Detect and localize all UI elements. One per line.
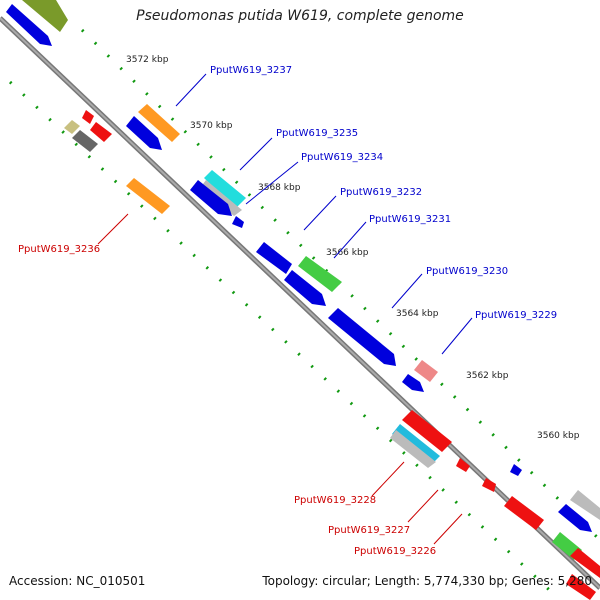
gene-label-3237[interactable]: PputW619_3237 xyxy=(210,65,292,76)
gene-blue-right xyxy=(558,504,592,532)
gene-red-small-a xyxy=(82,110,94,124)
gene-label-3226[interactable]: PputW619_3226 xyxy=(354,546,436,557)
gene-blue xyxy=(6,4,52,46)
gene-khaki xyxy=(64,120,80,134)
scale-label: 3566 kbp xyxy=(326,248,369,258)
gene-red-bottom-a xyxy=(570,548,600,578)
gene-small-blue-3 xyxy=(510,464,522,476)
scale-labels: 3572 kbp 3570 kbp 3568 kbp 3566 kbp 3564… xyxy=(126,55,580,441)
gene-label-3234[interactable]: PputW619_3234 xyxy=(301,152,383,163)
length-value: 5,774,330 bp xyxy=(423,574,504,588)
gene-3227-grey xyxy=(390,430,436,468)
gene-label-3232[interactable]: PputW619_3232 xyxy=(340,187,422,198)
gene-grey-right xyxy=(570,490,600,520)
blue-genes xyxy=(126,116,592,532)
gene-label-3235[interactable]: PputW619_3235 xyxy=(276,128,358,139)
gene-3229 xyxy=(414,360,438,382)
gene-3232 xyxy=(256,242,292,274)
genome-backbone xyxy=(0,16,600,590)
forward-strand-genes xyxy=(6,0,600,520)
scale-label: 3572 kbp xyxy=(126,55,169,65)
gene-red-small-d xyxy=(482,478,496,492)
accession-label: Accession: xyxy=(9,574,73,588)
scale-label: 3562 kbp xyxy=(466,371,509,381)
reverse-gene-labels: PputW619_3236 PputW619_3228 PputW619_322… xyxy=(18,213,463,557)
gene-3234 xyxy=(190,180,232,216)
gene-label-3227[interactable]: PputW619_3227 xyxy=(328,525,410,536)
genes-label: Genes: xyxy=(511,574,554,588)
accession-value: NC_010501 xyxy=(76,574,146,588)
topology-value: circular xyxy=(322,574,367,588)
genome-summary: Topology: circular; Length: 5,774,330 bp… xyxy=(262,574,592,588)
dotted-track-outer xyxy=(80,28,600,542)
gene-3237-blue xyxy=(126,116,162,150)
gene-olive xyxy=(22,0,68,32)
scale-label: 3568 kbp xyxy=(258,183,301,193)
genes-value: 5,280 xyxy=(557,574,592,588)
gene-label-3231[interactable]: PputW619_3231 xyxy=(369,214,451,225)
forward-gene-labels: PputW619_3237 PputW619_3235 PputW619_323… xyxy=(175,65,557,355)
gene-3232b xyxy=(284,270,326,306)
gene-small-blue xyxy=(232,216,244,228)
gene-label-3229[interactable]: PputW619_3229 xyxy=(475,310,557,321)
gene-small-blue-2 xyxy=(402,374,424,392)
gene-label-3228[interactable]: PputW619_3228 xyxy=(294,495,376,506)
gene-3235-grey xyxy=(200,180,242,216)
accession-info: Accession: NC_010501 xyxy=(9,574,145,588)
gene-label-3230[interactable]: PputW619_3230 xyxy=(426,266,508,277)
topology-label: Topology: xyxy=(262,574,319,588)
gene-3228 xyxy=(402,410,452,452)
length-label: Length: xyxy=(374,574,421,588)
dotted-track-inner xyxy=(8,80,562,600)
scale-label: 3570 kbp xyxy=(190,121,233,131)
gene-3227 xyxy=(392,424,440,466)
map-title: Pseudomonas putida W619, complete genome xyxy=(136,8,464,24)
gene-red-small-c xyxy=(456,458,470,472)
scale-label: 3560 kbp xyxy=(537,431,580,441)
gene-3236 xyxy=(126,178,170,214)
gene-3235 xyxy=(204,170,246,208)
gene-3226 xyxy=(504,496,544,530)
gene-label-3236[interactable]: PputW619_3236 xyxy=(18,244,100,255)
scale-label: 3564 kbp xyxy=(396,309,439,319)
reverse-strand-genes xyxy=(64,110,600,600)
gene-red-bottom-b xyxy=(566,574,596,600)
gene-darkgrey xyxy=(72,130,98,152)
gene-3237 xyxy=(138,104,180,142)
gene-3231 xyxy=(298,256,342,292)
gene-red-small-b xyxy=(90,122,112,142)
gene-3230 xyxy=(328,308,396,366)
